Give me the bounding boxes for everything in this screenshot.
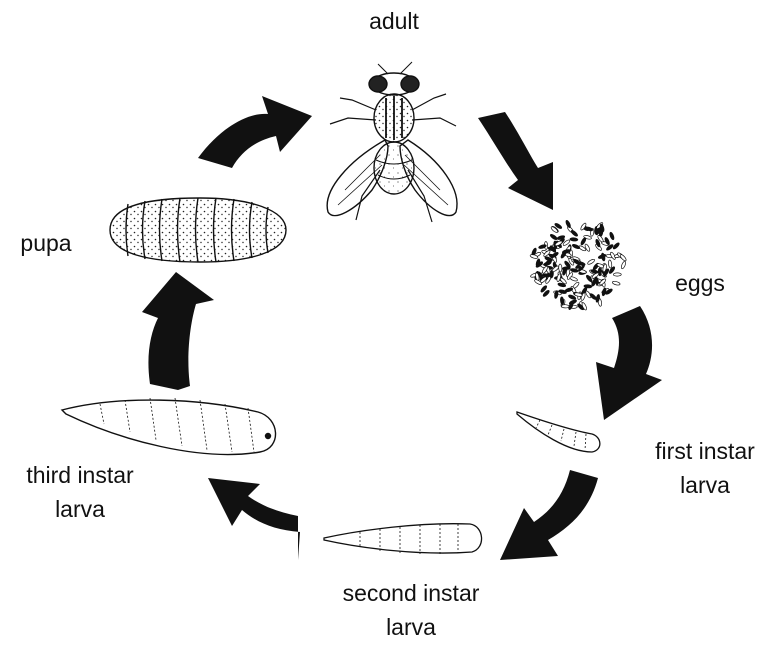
egg: [585, 226, 594, 232]
label-second-instar-line2: larva: [326, 610, 496, 644]
label-pupa: pupa: [10, 226, 82, 260]
arrow-second-to-third-instar: [208, 478, 300, 560]
label-adult: adult: [352, 4, 436, 38]
pupa-illustration: [110, 198, 286, 262]
egg: [570, 229, 578, 237]
third-instar-larva-illustration: [62, 398, 276, 454]
arrow-adult-to-eggs: [478, 112, 553, 210]
egg: [587, 258, 596, 265]
label-second-instar: second instar larva: [326, 576, 496, 644]
egg: [570, 237, 578, 241]
egg: [558, 264, 562, 272]
label-third-instar-line2: larva: [8, 492, 152, 526]
label-third-instar-line1: third instar: [8, 458, 152, 492]
arrow-eggs-to-first-instar: [596, 306, 662, 420]
adult-fly-illustration: [327, 62, 457, 222]
arrow-third-instar-to-pupa: [142, 272, 214, 390]
egg: [572, 243, 581, 249]
eggs-illustration: [530, 220, 627, 311]
egg: [550, 233, 558, 240]
label-third-instar: third instar larva: [8, 458, 152, 526]
egg: [565, 220, 571, 229]
egg: [613, 273, 621, 276]
egg: [561, 304, 569, 308]
label-second-instar-line1: second instar: [326, 576, 496, 610]
egg: [560, 297, 564, 305]
egg: [608, 260, 612, 268]
arrow-pupa-to-adult: [198, 96, 312, 168]
egg: [569, 276, 578, 282]
second-instar-larva-illustration: [324, 524, 482, 554]
first-instar-larva-illustration: [517, 412, 600, 452]
label-eggs: eggs: [664, 266, 736, 300]
label-first-instar-line1: first instar: [640, 434, 770, 468]
egg: [621, 261, 627, 270]
egg: [609, 232, 615, 241]
egg: [612, 281, 621, 286]
egg: [584, 284, 592, 288]
label-first-instar: first instar larva: [640, 434, 770, 502]
label-first-instar-line2: larva: [640, 468, 770, 502]
arrow-first-to-second-instar: [500, 470, 598, 560]
